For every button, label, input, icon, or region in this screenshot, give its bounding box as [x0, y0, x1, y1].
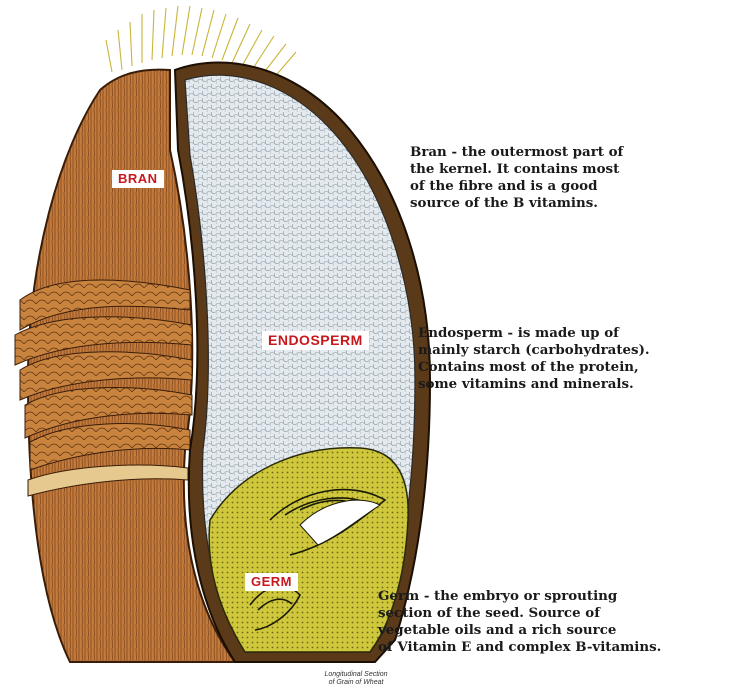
endosperm-label: ENDOSPERM — [262, 331, 369, 350]
germ-description-line: Germ - the embryo or sprouting — [378, 588, 661, 605]
bran-description-line: of the fibre and is a good — [410, 178, 623, 195]
germ-description-line: section of the seed. Source of — [378, 605, 661, 622]
endosperm-description-line: Contains most of the protein, — [418, 359, 650, 376]
caption-line: Longitudinal Section — [308, 671, 404, 679]
bran-description-line: source of the B vitamins. — [410, 195, 623, 212]
germ-label: GERM — [245, 573, 298, 591]
bran-description: Bran - the outermost part of the kernel.… — [410, 144, 623, 212]
bran-label: BRAN — [112, 170, 164, 188]
caption-line: of Grain of Wheat — [308, 679, 404, 687]
endosperm-description: Endosperm - is made up of mainly starch … — [418, 325, 650, 393]
endosperm-description-line: some vitamins and minerals. — [418, 376, 650, 393]
germ-description-line: of Vitamin E and complex B-vitamins. — [378, 639, 661, 656]
bran-description-line: the kernel. It contains most — [410, 161, 623, 178]
germ-description: Germ - the embryo or sprouting section o… — [378, 588, 661, 656]
germ-description-line: vegetable oils and a rich source — [378, 622, 661, 639]
endosperm-description-line: Endosperm - is made up of — [418, 325, 650, 342]
figure-caption: Longitudinal Section of Grain of Wheat — [308, 671, 404, 687]
bran-description-line: Bran - the outermost part of — [410, 144, 623, 161]
endosperm-description-line: mainly starch (carbohydrates). — [418, 342, 650, 359]
